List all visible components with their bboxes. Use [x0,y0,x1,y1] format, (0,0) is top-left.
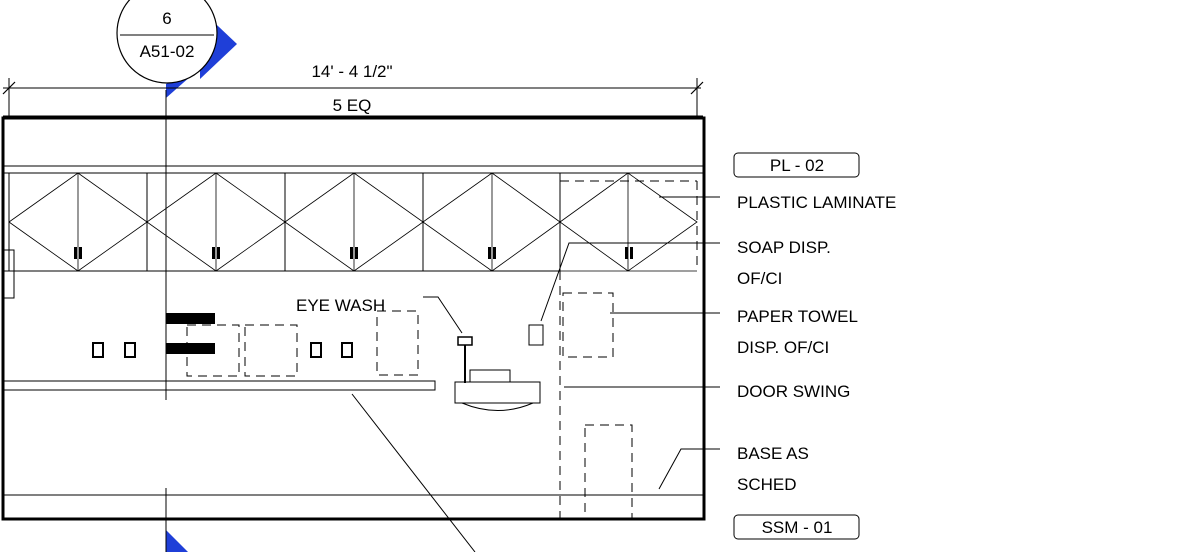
overall-dimension-text: 14' - 4 1/2" [311,62,392,81]
leader-lines [351,196,720,552]
callout-plastic-laminate: PLASTIC LAMINATE [737,193,896,212]
tag-bottom: SSM - 01 [733,514,860,540]
eye-wash-label: EYE WASH [296,296,385,315]
section-marker[interactable]: 6 A51-02 [116,0,237,98]
callout-soap-disp-line2: OF/CI [737,269,782,288]
tag-top-text: PL - 02 [770,156,824,175]
callout-paper-towel-line2: DISP. OF/CI [737,338,829,357]
wall-bar-top [166,313,215,324]
section-marker-sheet: A51-02 [140,42,195,61]
callout-soap-disp-line1: SOAP DISP. [737,238,831,257]
callout-paper-towel-line1: PAPER TOWEL [737,307,858,326]
appliances-dashed [186,292,614,377]
spacing-dimension-text: 5 EQ [333,96,372,115]
spacing-dimension: 5 EQ [3,96,703,117]
section-marker-circle [116,0,218,84]
sink [454,369,541,411]
outlets [92,342,353,358]
tag-bottom-text: SSM - 01 [762,518,833,537]
wall-outline [1,116,706,521]
callout-door-swing: DOOR SWING [737,382,850,401]
callout-base-line2: SCHED [737,475,797,494]
door-swing-lines [559,180,698,520]
callout-base-line1: BASE AS [737,444,809,463]
soap-dispenser [528,324,544,346]
upper-cabinets [3,172,698,299]
section-marker-bottom-arrow [166,530,188,552]
wall-bar-bottom [166,343,215,354]
overall-dimension: 14' - 4 1/2" [2,62,704,116]
eye-wash-fixture [457,336,473,383]
tag-top: PL - 02 [733,152,860,178]
section-marker-number: 6 [162,9,171,28]
countertop [2,380,436,391]
